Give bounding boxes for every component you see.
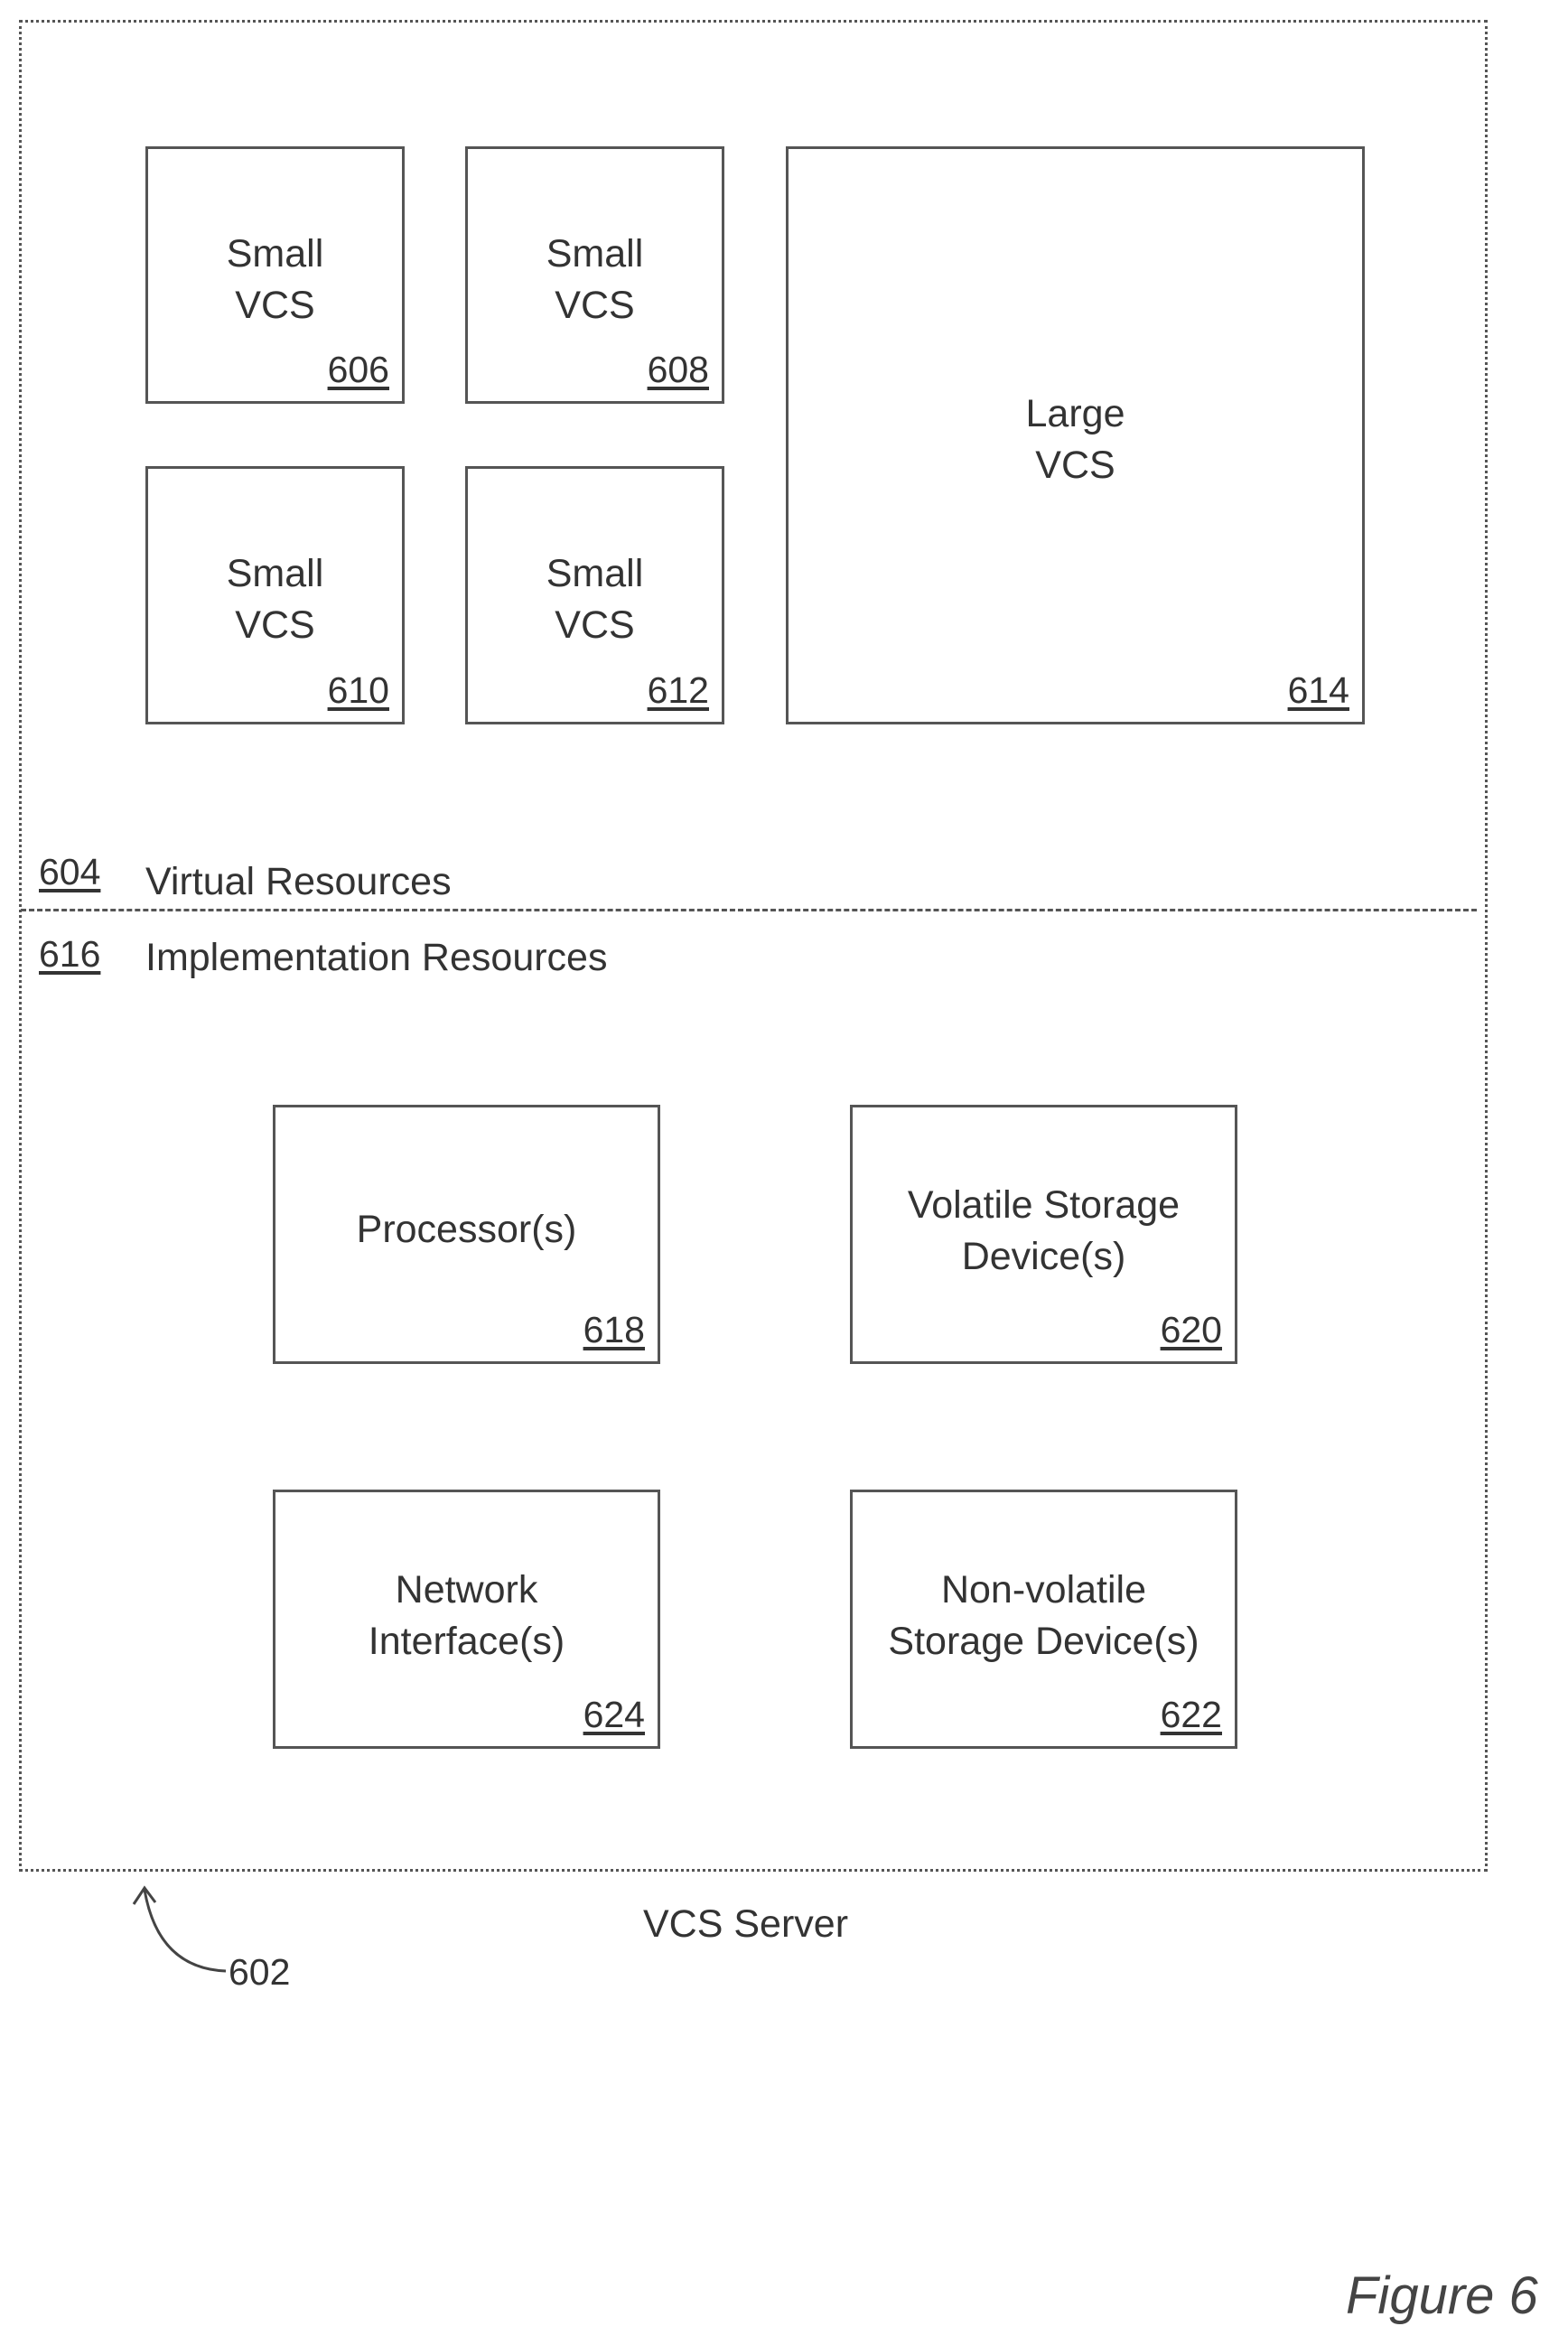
implementation-resources-ref: 616 (39, 933, 100, 975)
vcs-box-ref: 608 (648, 349, 709, 390)
resource-box-ref: 624 (583, 1694, 645, 1735)
virtual-resources-label: Virtual Resources (145, 860, 452, 903)
resource-divider (21, 909, 1477, 911)
vcs-box-label: Small VCS (148, 229, 402, 332)
resource-box-ref: 620 (1161, 1309, 1222, 1350)
vcs-box-ref: 612 (648, 669, 709, 711)
resource-box-label: Volatile Storage Device(s) (853, 1180, 1235, 1283)
processor-box-618: Processor(s) 618 (273, 1105, 660, 1364)
resource-box-label: Processor(s) (275, 1204, 658, 1256)
vcs-box-label: Small VCS (468, 548, 722, 651)
vcs-box-label: Large VCS (789, 388, 1362, 491)
vcs-box-ref: 606 (328, 349, 389, 390)
server-ref-arrow-icon (117, 1870, 244, 1987)
figure-label: Figure 6 (1346, 2267, 1538, 2325)
implementation-resources-label: Implementation Resources (145, 936, 607, 979)
vcs-box-ref: 614 (1288, 669, 1349, 711)
non-volatile-storage-box-622: Non-volatile Storage Device(s) 622 (850, 1490, 1237, 1749)
vcs-box-label: Small VCS (468, 229, 722, 332)
resource-box-label: Non-volatile Storage Device(s) (853, 1565, 1235, 1668)
vcs-box-ref: 610 (328, 669, 389, 711)
small-vcs-box-612: Small VCS 612 (465, 466, 724, 724)
network-interface-box-624: Network Interface(s) 624 (273, 1490, 660, 1749)
resource-box-ref: 618 (583, 1309, 645, 1350)
volatile-storage-box-620: Volatile Storage Device(s) 620 (850, 1105, 1237, 1364)
small-vcs-box-606: Small VCS 606 (145, 146, 405, 404)
vcs-server-ref: 602 (229, 1951, 290, 1993)
virtual-resources-ref: 604 (39, 851, 100, 892)
vcs-server-label: VCS Server (643, 1902, 848, 1946)
resource-box-label: Network Interface(s) (275, 1565, 658, 1668)
small-vcs-box-610: Small VCS 610 (145, 466, 405, 724)
resource-box-ref: 622 (1161, 1694, 1222, 1735)
vcs-box-label: Small VCS (148, 548, 402, 651)
small-vcs-box-608: Small VCS 608 (465, 146, 724, 404)
large-vcs-box-614: Large VCS 614 (786, 146, 1365, 724)
